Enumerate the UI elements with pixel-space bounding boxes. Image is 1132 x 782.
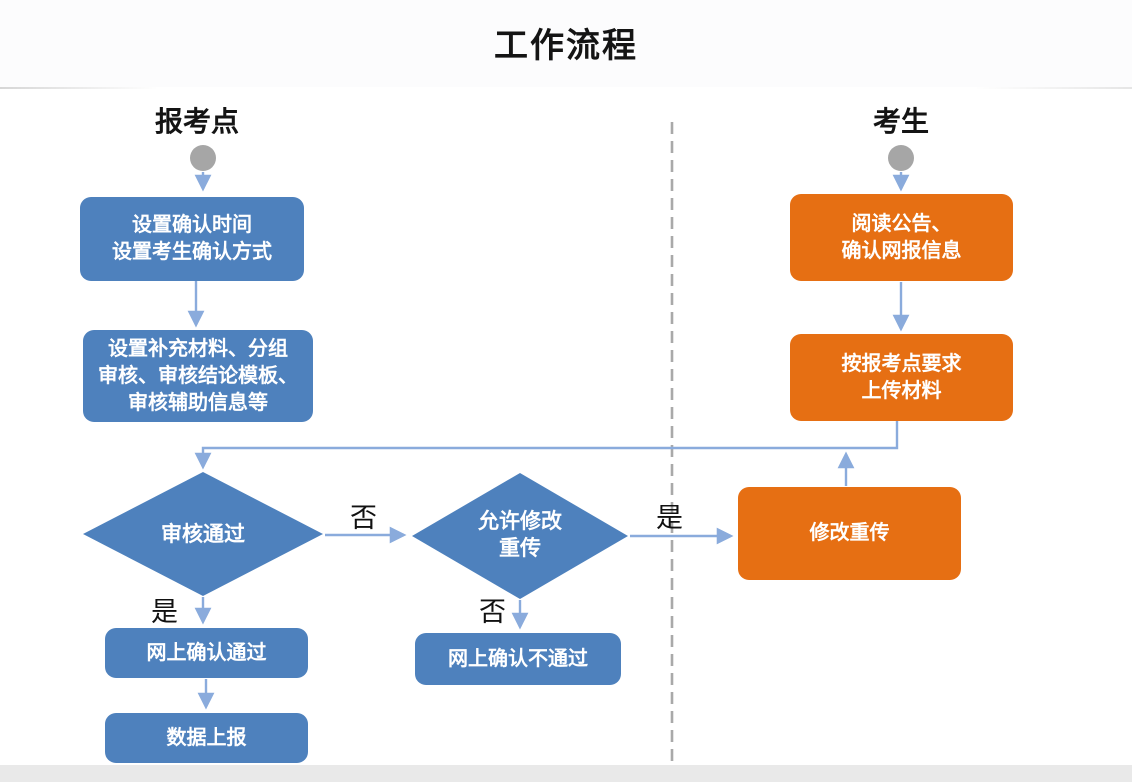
node-text-line: 修改重传 xyxy=(809,522,890,544)
start-circle-icon-right xyxy=(888,145,914,171)
node-text-line: 审核、审核结论模板、 xyxy=(98,364,298,387)
node-text-line: 重传 xyxy=(499,537,541,560)
decision-diamond-allow-reupload xyxy=(412,473,628,599)
lane-header-registration-point: 报考点 xyxy=(154,106,239,137)
decision-label-allow-reupload: 允许修改 重传 xyxy=(455,505,585,565)
decision-diamond-review-pass xyxy=(83,472,323,596)
edge-label-yes-review: 是 xyxy=(151,597,178,627)
process-box-read-notice: 阅读公告、 确认网报信息 xyxy=(790,194,1013,281)
connector-upload-materials-to-review-pass xyxy=(194,421,899,470)
process-box-online-confirm-pass: 网上确认通过 xyxy=(105,628,308,678)
node-text-line: 允许修改 xyxy=(478,510,562,533)
edge-label-no-review: 否 xyxy=(350,503,377,533)
process-box-set-materials: 设置补充材料、分组 审核、审核结论模板、 审核辅助信息等 xyxy=(83,330,313,422)
page-title: 工作流程 xyxy=(494,27,638,65)
top-strip xyxy=(0,0,1132,87)
process-box-modify-reupload: 修改重传 xyxy=(738,487,961,580)
edge-label-yes-reupload: 是 xyxy=(656,503,683,533)
process-box-set-confirm: 设置确认时间 设置考生确认方式 xyxy=(80,197,304,281)
node-text-line: 确认网报信息 xyxy=(841,239,962,262)
edge-label-no-reupload: 否 xyxy=(479,597,506,627)
process-box-online-confirm-fail: 网上确认不通过 xyxy=(415,633,621,685)
node-text-line: 审核通过 xyxy=(161,522,245,546)
node-text-line: 按报考点要求 xyxy=(841,352,962,375)
node-text-line: 设置确认时间 xyxy=(132,214,252,236)
slide-top-edge-shadow xyxy=(0,87,1132,89)
node-text-line: 上传材料 xyxy=(861,379,942,402)
node-text-line: 网上确认不通过 xyxy=(448,647,588,670)
node-text-line: 审核辅助信息等 xyxy=(128,391,268,414)
footer-band xyxy=(0,765,1132,782)
node-text-line: 数据上报 xyxy=(166,726,247,749)
decision-label-review-pass: 审核通过 xyxy=(143,510,263,558)
node-text-line: 网上确认通过 xyxy=(146,641,267,664)
process-box-upload-materials: 按报考点要求 上传材料 xyxy=(790,334,1013,421)
lane-header-examinee: 考生 xyxy=(872,106,929,137)
node-text-line: 设置补充材料、分组 xyxy=(108,337,288,360)
start-circle-icon-left xyxy=(190,145,216,171)
node-text-line: 阅读公告、 xyxy=(851,212,952,235)
node-text-line: 设置考生确认方式 xyxy=(112,241,272,263)
process-box-data-report: 数据上报 xyxy=(105,713,308,763)
